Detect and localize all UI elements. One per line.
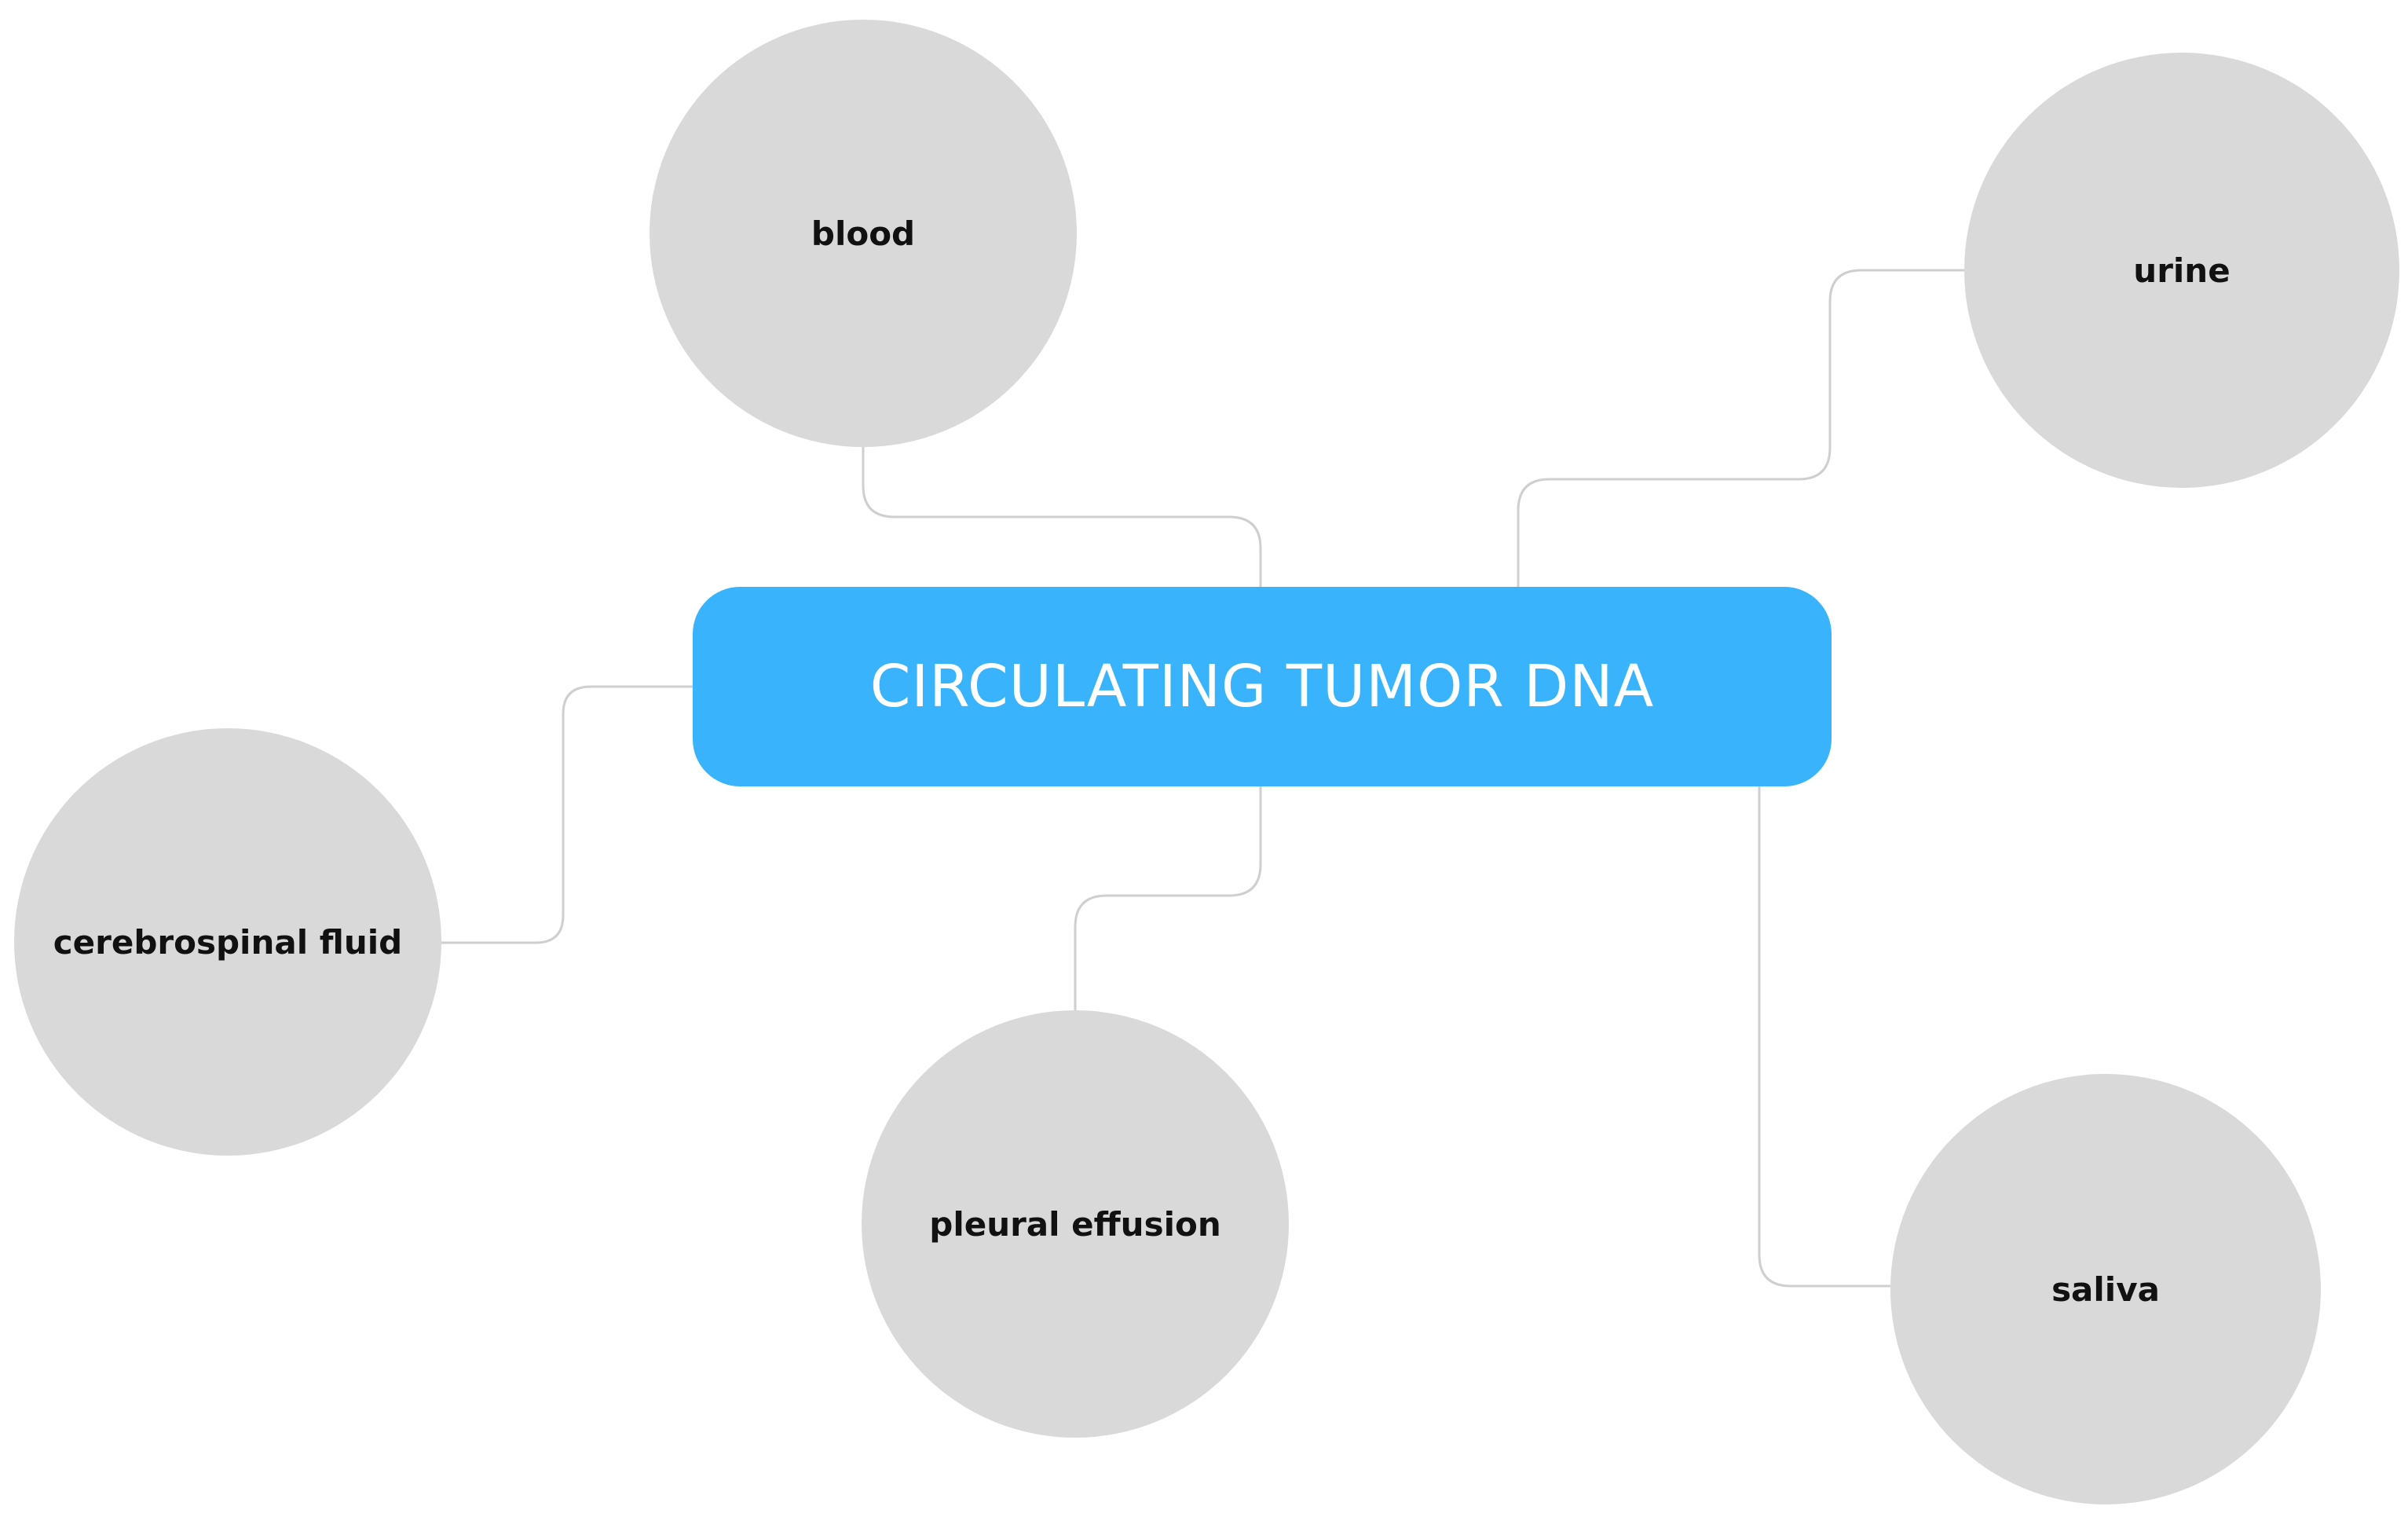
node-label-blood: blood — [811, 214, 916, 253]
connector-cerebrospinal-fluid — [441, 685, 693, 944]
center-node-label: CIRCULATING TUMOR DNA — [869, 653, 1655, 720]
connector-saliva — [1758, 786, 1890, 1288]
node-saliva: saliva — [1890, 1074, 2321, 1504]
node-pleural-effusion: pleural effusion — [862, 1010, 1289, 1438]
connector-urine — [1517, 269, 1964, 587]
connector-pleural-effusion — [1074, 786, 1262, 1010]
connector-blood — [862, 447, 1262, 587]
center-node: CIRCULATING TUMOR DNA — [693, 587, 1832, 786]
node-label-saliva: saliva — [2051, 1270, 2160, 1309]
node-label-urine: urine — [2133, 251, 2231, 290]
node-blood: blood — [650, 20, 1077, 447]
node-label-pleural-effusion: pleural effusion — [929, 1204, 1221, 1244]
node-urine: urine — [1964, 53, 2399, 488]
node-label-cerebrospinal-fluid: cerebrospinal fluid — [53, 922, 403, 962]
node-cerebrospinal-fluid: cerebrospinal fluid — [14, 728, 441, 1156]
